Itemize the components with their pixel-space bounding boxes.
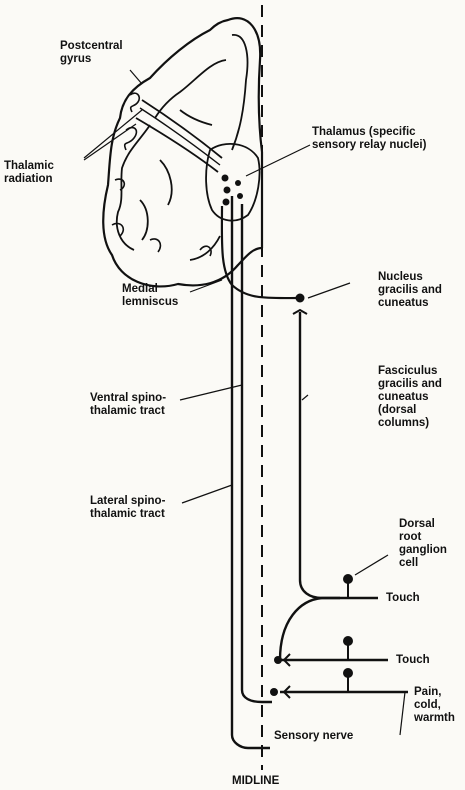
thalamus-neuron [237, 193, 243, 199]
label-fasciculus: Fasciculus gracilis and cuneatus (dorsal… [378, 365, 442, 430]
label-nucleus-gracilis: Nucleus gracilis and cuneatus [378, 271, 442, 310]
touch-fiber-1 [280, 598, 378, 660]
lateral-spinothalamic-tract [232, 196, 270, 748]
label-medial-lemniscus: Medial lemniscus [122, 283, 178, 309]
leader-lateral-tract [182, 485, 232, 503]
synapse-pain [270, 688, 278, 696]
leader-nucleus-gracilis [308, 283, 350, 298]
thalamus-neuron [223, 199, 230, 206]
leader-sensory-nerve [400, 692, 405, 735]
dorsal-column-fiber [300, 312, 340, 598]
label-postcentral-gyrus: Postcentral gyrus [60, 40, 123, 66]
label-thalamus: Thalamus (specific sensory relay nuclei) [312, 126, 426, 152]
label-touch-2: Touch [396, 654, 430, 667]
ganglion-cell-2 [343, 636, 353, 646]
label-lateral-spinothalamic: Lateral spino- thalamic tract [90, 495, 165, 521]
thalamus-neuron [235, 180, 241, 186]
label-sensory-nerve: Sensory nerve [274, 730, 353, 743]
cortex-gyri [112, 93, 211, 256]
label-midline: MIDLINE [232, 775, 279, 788]
synapse-touch [274, 656, 282, 664]
leader-thalamic-radiation-1 [84, 110, 142, 158]
label-dorsal-root-ganglion: Dorsal root ganglion cell [399, 518, 447, 570]
ganglion-cell-1 [343, 574, 353, 584]
leader-fasciculus [302, 395, 308, 400]
thalamus-neuron [224, 187, 231, 194]
ventral-spinothalamic-tract [242, 204, 272, 702]
nucleus-gracilis-neuron [296, 294, 305, 303]
leader-postcentral-gyrus [130, 70, 142, 84]
ganglion-cell-3 [343, 668, 353, 678]
label-touch-1: Touch [386, 592, 420, 605]
label-thalamic-radiation: Thalamic radiation [4, 160, 54, 186]
leader-dorsal-root-ganglion [355, 555, 388, 575]
thalamus-neuron [222, 175, 229, 182]
leader-thalamus [246, 145, 310, 176]
label-pain-cold-warmth: Pain, cold, warmth [414, 686, 455, 725]
label-ventral-spinothalamic: Ventral spino- thalamic tract [90, 392, 166, 418]
